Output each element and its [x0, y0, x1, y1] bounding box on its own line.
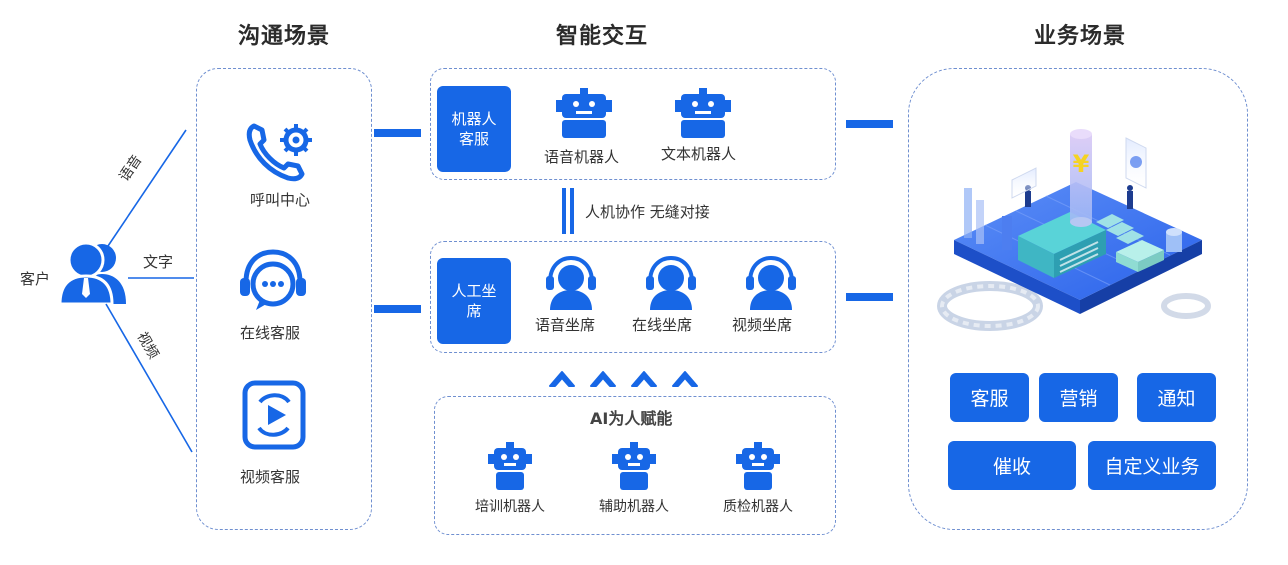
business-title: 业务场景	[1034, 23, 1127, 49]
collab-label: 人机协作 无缝对接	[585, 203, 710, 221]
up-chevrons	[549, 371, 698, 387]
business-service-button[interactable]: 客服	[950, 373, 1029, 422]
link-text-label: 文字	[143, 253, 174, 271]
channels-title: 沟通场景	[238, 23, 331, 49]
connector-bar	[846, 120, 893, 128]
agent-headset-icon	[646, 255, 696, 310]
agent-headset-icon	[746, 255, 796, 310]
robot-icon	[612, 442, 656, 490]
phone-gear-icon	[246, 123, 312, 182]
voice-robot-label: 语音机器人	[544, 148, 620, 166]
text-robot-label: 文本机器人	[661, 145, 737, 163]
double-line	[562, 188, 566, 234]
robot-icon	[488, 442, 532, 490]
online-service-label: 在线客服	[240, 324, 301, 342]
ai-panel	[434, 396, 836, 535]
agent-panel	[430, 241, 836, 353]
double-line	[570, 188, 574, 234]
ai-panel-title: AI为人赋能	[590, 409, 673, 428]
voice-agent-label: 语音坐席	[535, 316, 596, 334]
customer-icon	[58, 241, 126, 306]
assist-robot-label: 辅助机器人	[599, 499, 669, 515]
agent-headset-icon	[546, 255, 596, 310]
isometric-business-illustration: ¥	[937, 129, 1211, 331]
call-center-label: 呼叫中心	[250, 191, 311, 209]
connector-bar	[374, 129, 421, 137]
robot-icon	[736, 442, 780, 490]
business-marketing-button[interactable]: 营销	[1039, 373, 1118, 422]
video-agent-label: 视频坐席	[732, 316, 793, 334]
customer-label: 客户	[20, 270, 51, 288]
video-service-label: 视频客服	[240, 468, 301, 486]
robot-panel	[430, 68, 836, 180]
channels-panel	[196, 68, 372, 530]
video-play-icon	[242, 380, 306, 450]
human-agent-tag: 人工坐席	[437, 258, 511, 344]
robot-icon	[675, 88, 731, 138]
connector-bar	[374, 305, 421, 313]
qa-robot-label: 质检机器人	[723, 499, 793, 515]
connector-bar	[846, 293, 893, 301]
business-notify-button[interactable]: 通知	[1137, 373, 1216, 422]
business-custom-button[interactable]: 自定义业务	[1088, 441, 1216, 490]
business-panel	[908, 68, 1248, 530]
svg-text:¥: ¥	[1073, 150, 1090, 178]
interaction-title: 智能交互	[556, 23, 649, 49]
online-agent-label: 在线坐席	[632, 316, 693, 334]
training-robot-label: 培训机器人	[475, 499, 545, 515]
business-collection-button[interactable]: 催收	[948, 441, 1076, 490]
robot-icon	[556, 88, 612, 138]
headset-chat-icon	[240, 249, 306, 310]
robot-service-tag: 机器人客服	[437, 86, 511, 172]
